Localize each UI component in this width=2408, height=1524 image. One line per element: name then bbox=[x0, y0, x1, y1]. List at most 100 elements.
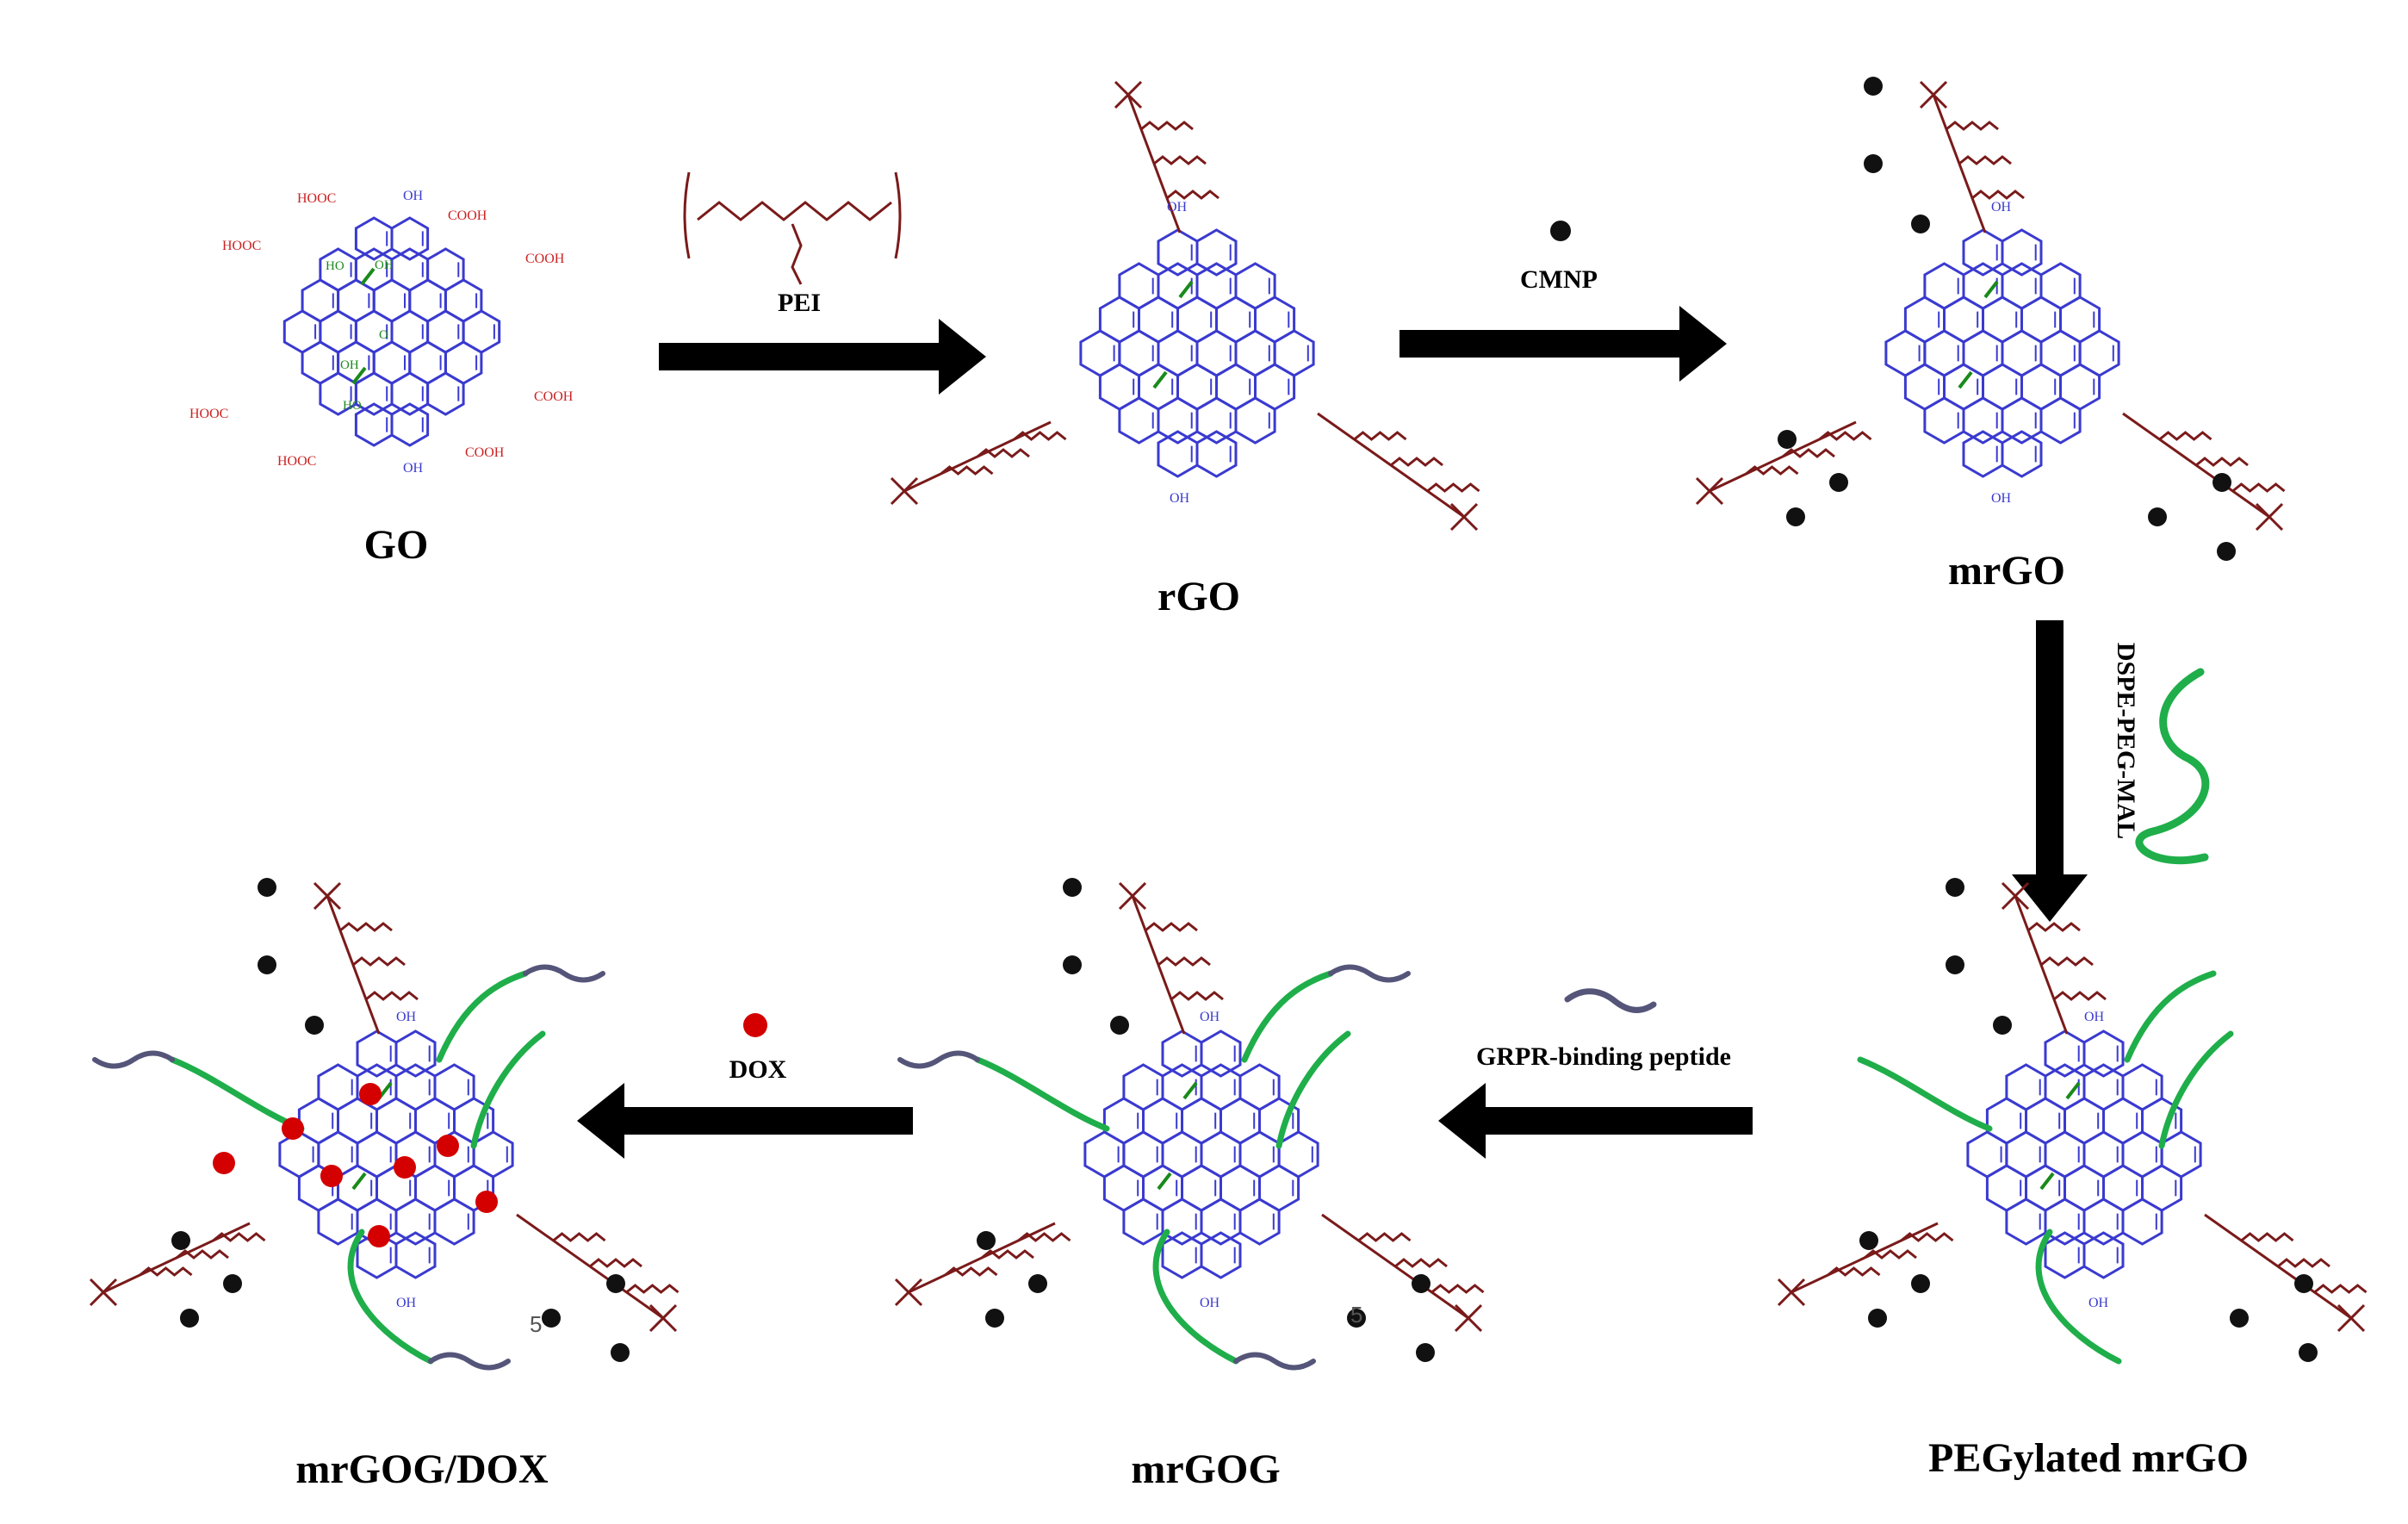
cmnp-particle bbox=[542, 1309, 561, 1328]
peg-chain bbox=[470, 1030, 546, 1149]
hexagon-ring bbox=[2001, 228, 2043, 277]
pei-terminal bbox=[894, 1278, 923, 1307]
hexagon-ring bbox=[2082, 1231, 2125, 1279]
cmnp-particle bbox=[258, 878, 276, 897]
go-structure bbox=[282, 216, 501, 447]
step-label-dspe: DSPE-PEG-MAL bbox=[2112, 642, 2140, 840]
stage-label-go: GO bbox=[363, 522, 429, 568]
cmnp-particle bbox=[1416, 1343, 1435, 1362]
go-label-ho: HO bbox=[326, 259, 344, 273]
cmnp-particle bbox=[1864, 154, 1883, 173]
pei-terminal bbox=[1454, 1303, 1483, 1333]
pei-side-chain bbox=[1394, 1258, 1448, 1268]
go-label-ho-2: HO bbox=[343, 399, 362, 413]
hexagon-ring bbox=[394, 1231, 437, 1279]
pei-side-chain bbox=[176, 1249, 229, 1260]
peg-chain bbox=[1241, 970, 1334, 1063]
go-label-oh-2: OH bbox=[340, 358, 359, 372]
step-label-grpr: GRPR-binding peptide bbox=[1476, 1042, 1731, 1071]
hydroxyl-bond bbox=[1983, 280, 1999, 299]
peptide-chain-icon bbox=[1564, 988, 1657, 1013]
pei-branch bbox=[2122, 412, 2286, 532]
peptide-chain bbox=[897, 1050, 980, 1069]
arrow-grpr bbox=[1438, 1083, 1753, 1159]
cmnp-particle bbox=[1946, 878, 1964, 897]
pei-side-chain bbox=[2313, 1284, 2368, 1294]
peg-chain bbox=[347, 1229, 434, 1365]
cmnp-particle bbox=[1110, 1016, 1129, 1035]
pei-side-chain bbox=[1900, 1232, 1954, 1242]
pei-side-chain bbox=[1827, 1266, 1881, 1277]
pei-side-chain bbox=[940, 465, 994, 476]
pei-terminal bbox=[2001, 881, 2030, 911]
pei-branch bbox=[2204, 1213, 2368, 1333]
cmnp-particle-icon bbox=[1550, 221, 1571, 241]
go-label-oh-top: OH bbox=[403, 189, 424, 203]
arrow-pei bbox=[659, 319, 986, 395]
cmnp-particle bbox=[2299, 1343, 2318, 1362]
cmnp-particle bbox=[1911, 215, 1930, 233]
dox-particle bbox=[282, 1117, 304, 1140]
stage-label-rgo: rGO bbox=[1157, 574, 1240, 619]
peg-chain bbox=[436, 970, 529, 1063]
hydroxyl-bond bbox=[2065, 1081, 2081, 1100]
pei-side-chain bbox=[2277, 1258, 2330, 1268]
pei-side-chain bbox=[1431, 1284, 1485, 1294]
pei-side-chain bbox=[1864, 1249, 1917, 1260]
cmnp-particle bbox=[2230, 1309, 2249, 1328]
peg-chain bbox=[1275, 1030, 1351, 1149]
hexagon-ring bbox=[1200, 1029, 1242, 1078]
pei-side-chain bbox=[1140, 121, 1194, 131]
cmnp-particle bbox=[1868, 1309, 1887, 1328]
pei-branch bbox=[1317, 412, 1480, 532]
pei-branch bbox=[2001, 881, 2107, 1035]
pei-side-chain bbox=[1013, 431, 1067, 441]
graphene-lattice bbox=[278, 1029, 514, 1279]
hexagon-ring bbox=[1238, 1197, 1281, 1246]
pei-side-chain bbox=[1166, 190, 1220, 200]
peptide-chain bbox=[1233, 1352, 1316, 1371]
hexagon-ring bbox=[1195, 228, 1238, 277]
mrgog-label-oh-top: OH bbox=[1200, 1010, 1220, 1024]
step-label-pei: PEI bbox=[777, 289, 822, 317]
mrgo-label-oh-top: OH bbox=[1991, 200, 2012, 215]
stage-label-mrgog-dox: mrGOG/DOX bbox=[295, 1446, 549, 1492]
cmnp-particle bbox=[1911, 1274, 1930, 1293]
hexagon-ring bbox=[2082, 1029, 2125, 1078]
cmnp-particle bbox=[1946, 955, 1964, 974]
peg-label-oh-top: OH bbox=[2084, 1010, 2105, 1024]
peg-chain bbox=[2124, 970, 2217, 1063]
hexagon-ring bbox=[2121, 1197, 2163, 1246]
dox-label-oh-bottom: OH bbox=[396, 1296, 417, 1310]
pei-side-chain bbox=[1157, 956, 1211, 967]
stage-label-pegylated: PEGylated mrGO bbox=[1928, 1435, 2249, 1481]
cmnp-particle bbox=[1063, 955, 1082, 974]
pei-side-chain bbox=[1353, 431, 1407, 441]
pei-side-chain bbox=[1971, 190, 2025, 200]
cmnp-particle bbox=[977, 1231, 996, 1250]
hydroxyl-bond bbox=[1152, 370, 1168, 389]
dox-particle bbox=[213, 1152, 235, 1174]
hydroxyl-bond bbox=[1157, 1172, 1172, 1191]
pei-side-chain bbox=[139, 1266, 193, 1277]
hexagon-ring bbox=[390, 216, 430, 261]
cmnp-particle bbox=[1778, 430, 1797, 449]
pei-terminal bbox=[1114, 80, 1143, 109]
pei-side-chain bbox=[365, 991, 419, 1001]
pei-branch bbox=[313, 881, 419, 1035]
pei-terminal bbox=[89, 1278, 118, 1307]
pei-side-chain bbox=[1390, 457, 1443, 467]
pei-side-chain bbox=[352, 956, 406, 967]
dox-five-label: 5 bbox=[530, 1311, 542, 1337]
peg-chain bbox=[169, 1056, 305, 1132]
pei-side-chain bbox=[1426, 482, 1480, 493]
dox-particle bbox=[475, 1191, 498, 1213]
peg-chain bbox=[2158, 1030, 2234, 1149]
peptide-chain bbox=[1328, 964, 1411, 983]
pei-terminal bbox=[2337, 1303, 2366, 1333]
hexagon-ring bbox=[2001, 430, 2043, 478]
pei-branch bbox=[1919, 80, 2025, 233]
pei-side-chain bbox=[2231, 482, 2286, 493]
cmnp-particle bbox=[1786, 507, 1805, 526]
